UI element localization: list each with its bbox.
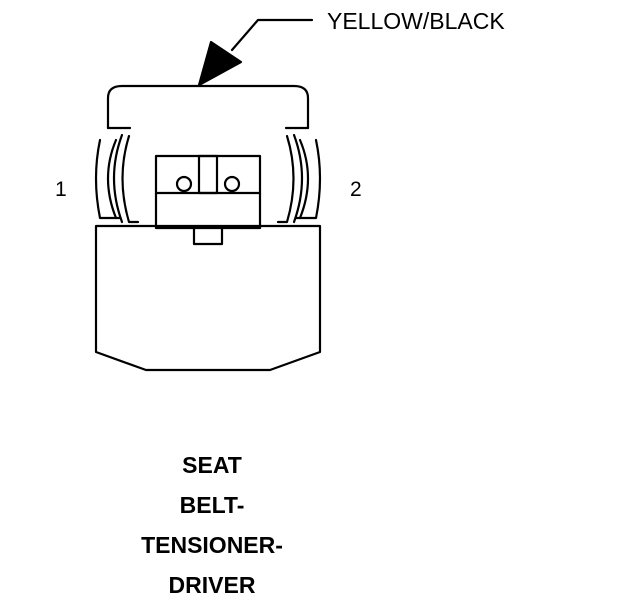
wire-leader-line [230,18,314,52]
terminal-2-icon [223,175,241,193]
component-title-line: DRIVER [168,572,256,598]
pin-2-label: 2 [350,178,362,201]
terminal-cavity-block [154,154,262,246]
connector-body [94,224,322,372]
connector-top-cap [106,84,310,130]
pin-1-label: 1 [55,178,67,201]
terminal-1-icon [175,175,193,193]
wire-leader-arrowhead [197,40,243,87]
right-locking-latch [276,126,322,224]
component-title-line: TENSIONER- [141,532,283,558]
component-title-line: SEAT [182,452,242,478]
left-locking-latch [94,126,140,224]
component-title-line: BELT- [179,492,245,518]
wire-color-label: YELLOW/BLACK [327,8,505,34]
component-title: SEAT BELT- TENSIONER- DRIVER [112,445,312,605]
